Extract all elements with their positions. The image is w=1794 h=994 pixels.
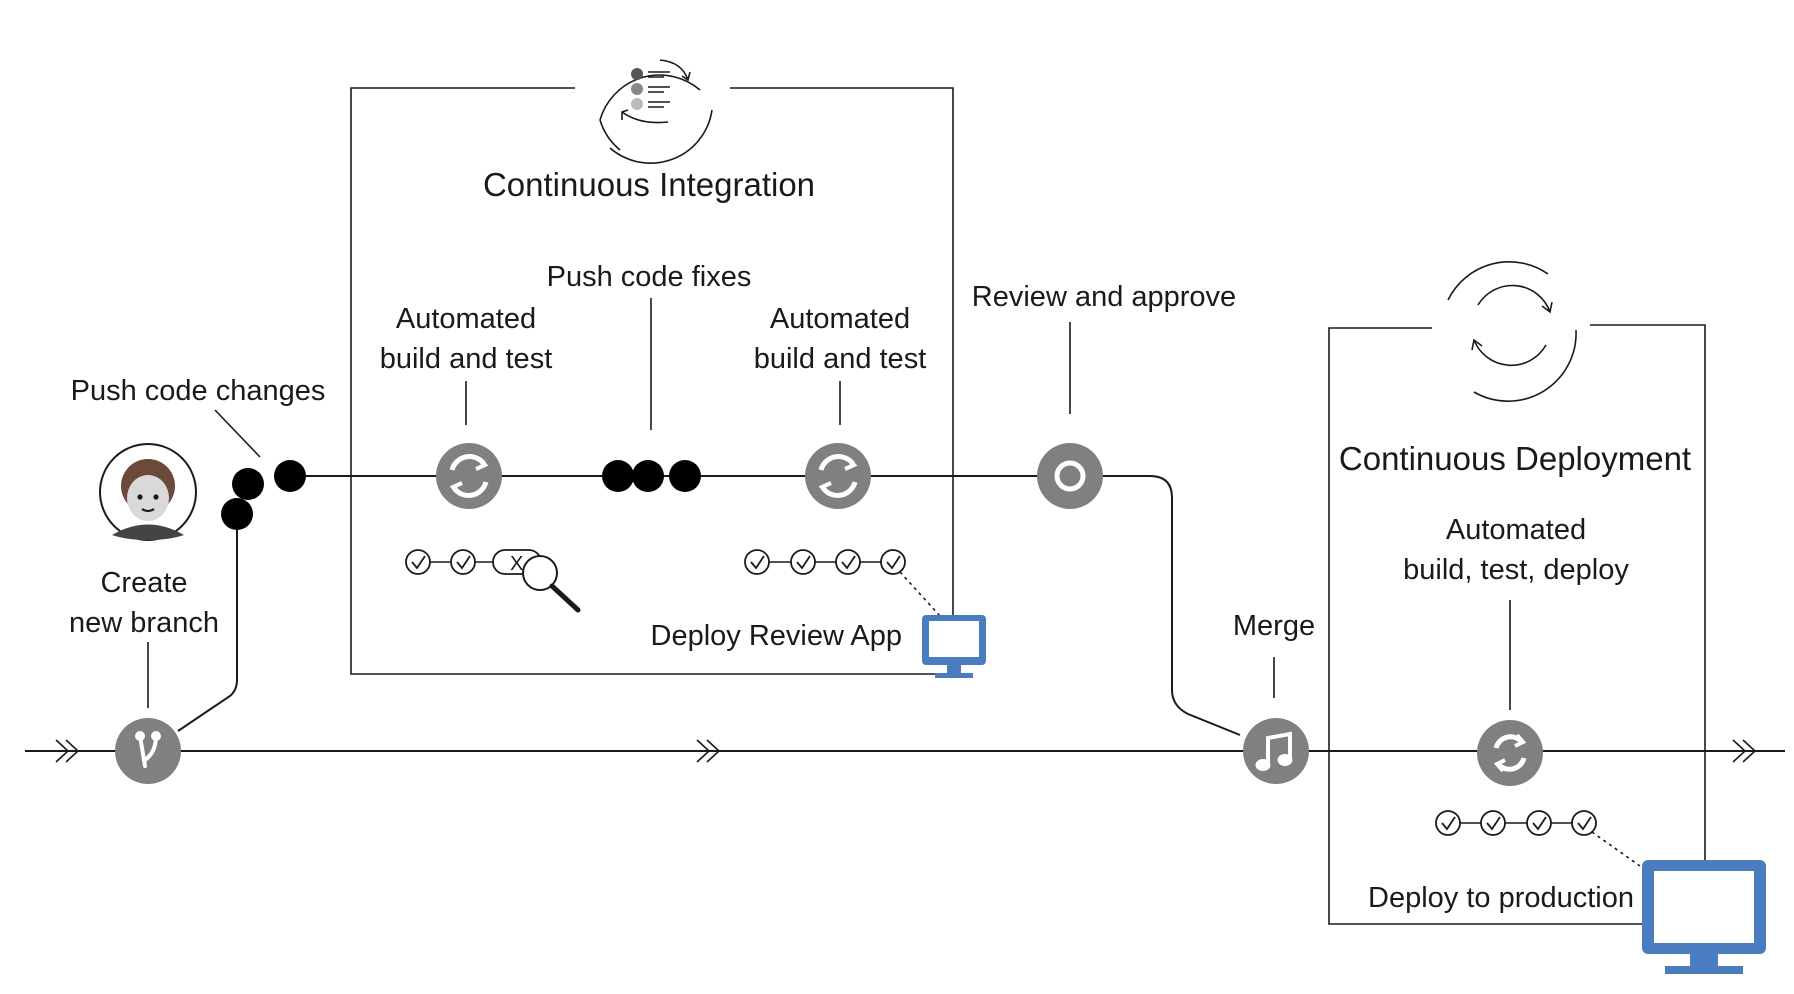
refresh-icon [1493,733,1527,773]
ci-title: Continuous Integration [483,166,815,203]
auto-build-deploy-line1: Automated [1446,514,1586,546]
ci-checks-2 [744,549,941,617]
circle-icon [1054,460,1086,492]
developer-avatar-icon [99,443,197,541]
timeline-arrow-mid [696,739,721,763]
push-code-fixes-label: Push code fixes [547,261,752,293]
review-app-monitor-icon[interactable] [922,615,986,678]
push-code-changes-label: Push code changes [71,375,326,407]
timeline-arrow-start [55,739,80,763]
build-node-1[interactable] [436,443,502,509]
cd-title: Continuous Deployment [1339,440,1691,477]
auto-build-test-2-line2: build and test [754,343,927,375]
cd-checks [1435,810,1641,867]
production-monitor-icon[interactable] [1642,860,1766,974]
magnifier-icon [522,555,581,613]
cd-box [1328,324,1706,925]
build-node-2[interactable] [805,443,871,509]
refresh-icon [818,454,858,498]
timeline-arrow-end [1732,739,1757,763]
merge-icon [1255,731,1293,771]
merge-label: Merge [1233,610,1315,642]
auto-build-test-1-line1: Automated [396,303,536,335]
review-node[interactable] [1037,443,1103,509]
refresh-icon [449,454,489,498]
auto-build-test-1-line2: build and test [380,343,553,375]
deploy-production-label: Deploy to production [1368,882,1634,914]
create-branch-label-line1: Create [100,567,187,599]
branch-node[interactable] [115,718,181,784]
cd-cycle-icon [1447,261,1577,402]
commit-dots-fixes [602,460,701,492]
ci-box [350,87,954,675]
ci-cycle-icon [599,59,713,164]
auto-build-deploy-line2: build, test, deploy [1403,554,1629,586]
branch-icon [135,731,161,768]
ci-checks-1: X [405,549,581,613]
failed-check-mark: X [510,553,523,575]
merge-node[interactable] [1243,718,1309,784]
create-branch-label-line2: new branch [69,607,219,639]
auto-build-test-2-line1: Automated [770,303,910,335]
deploy-node[interactable] [1477,720,1543,786]
deploy-review-app-label: Deploy Review App [651,620,902,652]
review-approve-label: Review and approve [972,281,1236,313]
commit-dots-initial [221,460,306,530]
feature-branch-line [177,475,1241,736]
